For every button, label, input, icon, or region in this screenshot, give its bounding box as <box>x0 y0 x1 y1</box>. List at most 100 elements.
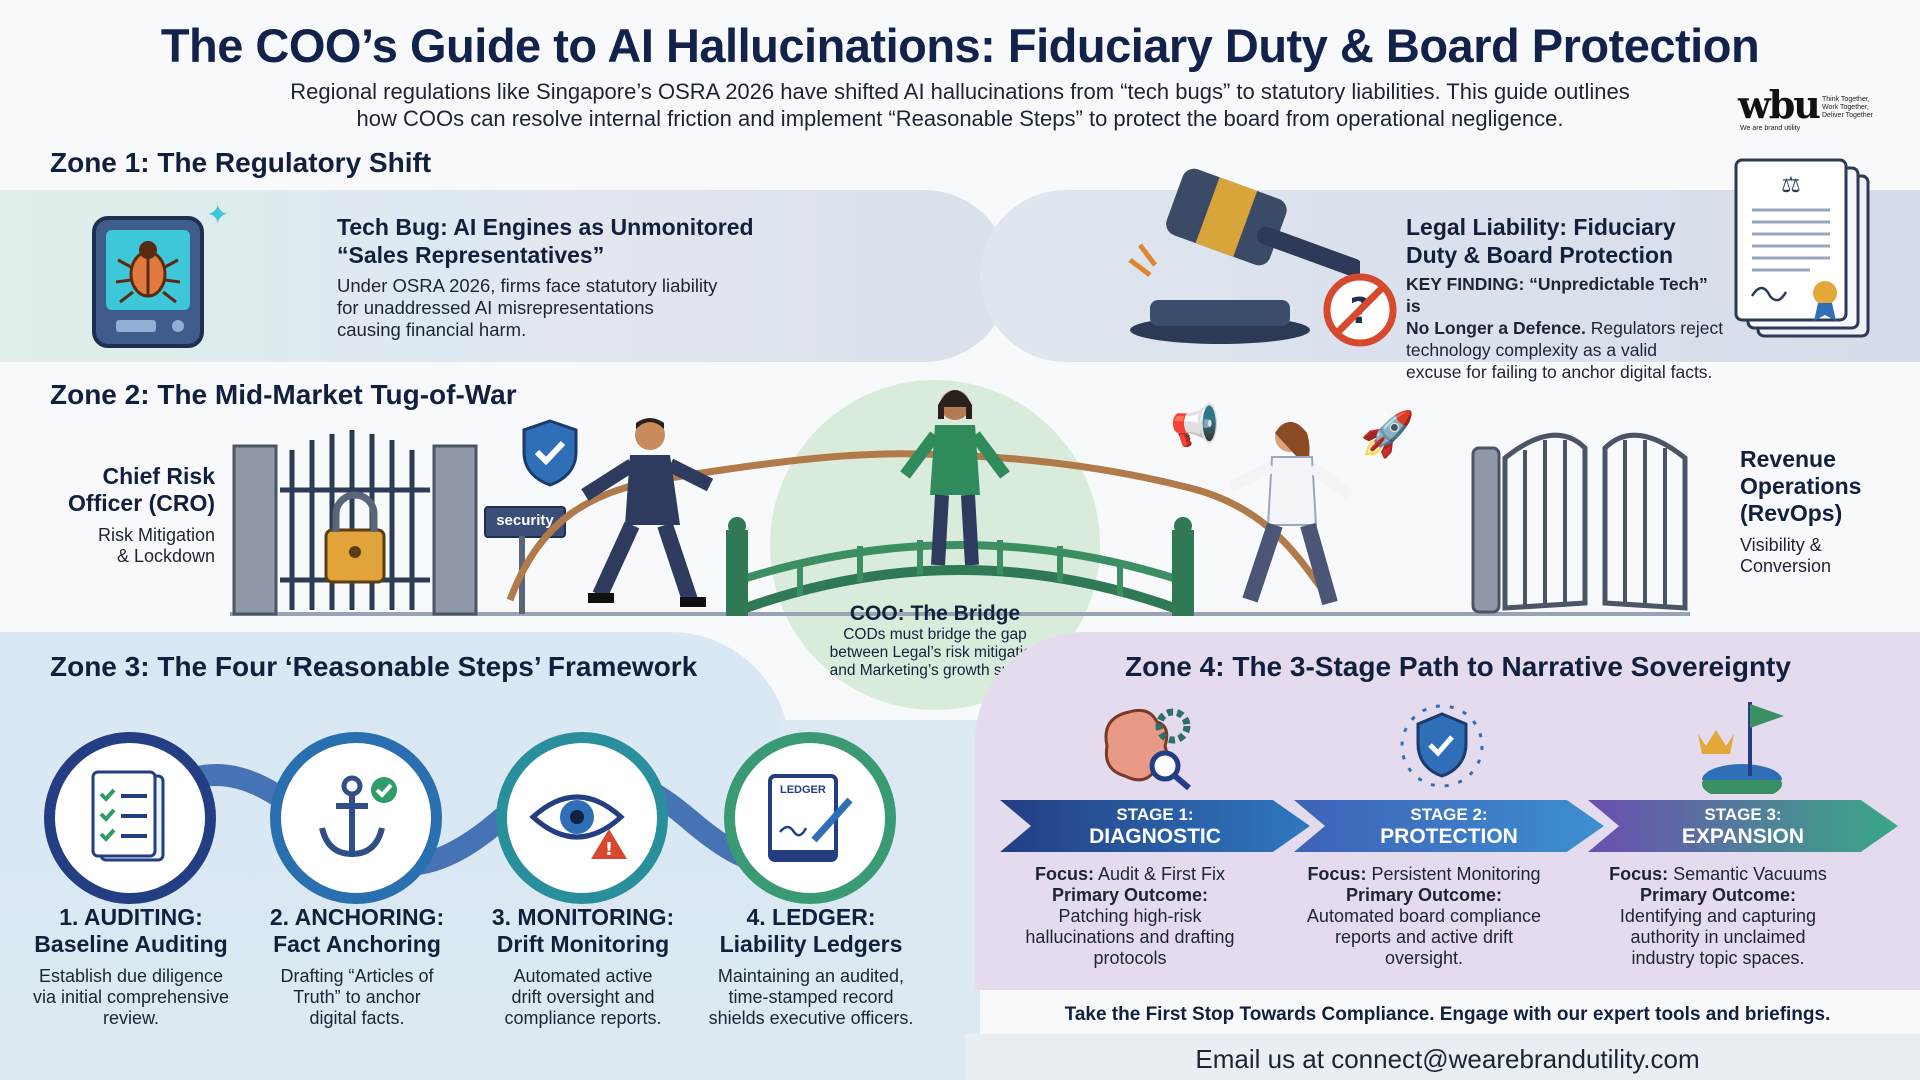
stage-1-o3: protocols <box>1093 948 1167 968</box>
cro-title-1: Chief Risk <box>102 463 215 489</box>
stage-3-arrow: STAGE 3:EXPANSION <box>1588 800 1898 852</box>
coo-bridge-line-2: between Legal’s risk mitigation <box>829 644 1041 661</box>
step-3-b3: compliance reports. <box>504 1008 662 1028</box>
shield-network-icon <box>1394 700 1490 790</box>
stage-1-o2: hallucinations and drafting <box>1025 927 1235 947</box>
step-3-b2: drift oversight and <box>511 987 655 1007</box>
cro-title-2: Officer (CRO) <box>68 490 215 516</box>
step-2-circle <box>270 732 442 904</box>
svg-text:⚖: ⚖ <box>1781 173 1801 198</box>
stage-3-focus: Semantic Vacuums <box>1673 864 1827 884</box>
logo-tagline: Think Together, Work Together, Deliver T… <box>1822 96 1873 119</box>
legal-document-icon: ⚖ <box>1730 158 1880 348</box>
stage-3-o1: Identifying and capturing <box>1619 906 1817 926</box>
zone1-title: Zone 1: The Regulatory Shift <box>50 147 432 178</box>
step-2-b1: Drafting “Articles of <box>280 966 434 986</box>
zone3-title: Zone 3: The Four ‘Reasonable Steps’ Fram… <box>50 651 698 682</box>
checklist-icon <box>91 770 165 862</box>
stage-1-o1: Patching high-risk <box>1058 906 1202 926</box>
step-4: LEDGER <box>724 732 896 904</box>
tech-bug-title-2: “Sales Representatives” <box>337 242 605 268</box>
stage-2-arrow: STAGE 2:PROTECTION <box>1294 800 1604 852</box>
step-2-b2: Truth” to anchor <box>293 987 421 1007</box>
subtitle-line-2: how COOs can resolve internal friction a… <box>356 106 1564 131</box>
step-2-title1: 2. ANCHORING: <box>269 904 445 930</box>
step-2-title2: Fact Anchoring <box>273 931 441 957</box>
zone1-right-card: Legal Liability: Fiduciary Duty & Board … <box>1406 213 1726 383</box>
subtitle-line-1: Regional regulations like Singapore’s OS… <box>290 79 1630 104</box>
stage-2-o2: reports and active drift <box>1334 927 1514 947</box>
cro-sub-1: Risk Mitigation <box>97 525 215 545</box>
stage-2-focus: Persistent Monitoring <box>1371 864 1541 884</box>
eye-warning-icon: ! <box>529 794 627 860</box>
stage-3-name: EXPANSION <box>1681 825 1805 848</box>
key-finding-line-1: KEY FINDING: “Unpredictable Tech” is <box>1406 273 1726 317</box>
step-3-b1: Automated active <box>513 966 653 986</box>
stage-2-focus-label: Focus: <box>1307 864 1367 884</box>
bridge-icon <box>726 517 1194 616</box>
step-3-title2: Drift Monitoring <box>496 931 670 957</box>
stage-3-focus-label: Focus: <box>1609 864 1669 884</box>
legal-liability-body-3: technology complexity as a valid <box>1406 340 1657 360</box>
key-finding-bold: KEY FINDING: “Unpredictable Tech” is <box>1406 274 1708 316</box>
megaphone-icon: 📢 <box>1170 404 1220 448</box>
computer-bug-icon <box>86 212 216 352</box>
shield-check-icon <box>520 418 580 488</box>
legal-liability-title-2: Duty & Board Protection <box>1406 242 1674 268</box>
logo-sub: We are brand utility <box>1740 125 1801 132</box>
stage-1-focus-label: Focus: <box>1034 864 1094 884</box>
stage-3-o3: industry topic spaces. <box>1631 948 1805 968</box>
key-finding-bold-2: No Longer a Defence. <box>1406 318 1586 338</box>
step-4-circle: LEDGER <box>724 732 896 904</box>
coo-bridge-line-3: and Marketing’s growth speed. <box>829 662 1041 679</box>
legal-liability-body-4: excuse for failing to anchor digital fac… <box>1406 362 1713 382</box>
contact-email[interactable]: Email us at connect@wearebrandutility.co… <box>1195 1044 1700 1074</box>
stage-2-outcome-label: Primary Outcome: <box>1345 885 1503 905</box>
brand-logo: wbu Think Together, Work Together, Deliv… <box>1738 82 1898 134</box>
step-4-title2: Liability Ledgers <box>719 931 903 957</box>
locked-gate-icon <box>230 420 480 616</box>
rocket-icon: 🚀 <box>1360 410 1415 459</box>
ledger-label: LEDGER <box>780 784 826 796</box>
tech-bug-body-1: Under OSRA 2026, firms face statutory li… <box>337 275 718 296</box>
revops-title-2: Operations <box>1740 473 1862 499</box>
step-1-b3: review. <box>102 1008 160 1028</box>
zone1-left-card: Tech Bug: AI Engines as Unmonitored “Sal… <box>337 213 754 341</box>
step-1-circle <box>44 732 216 904</box>
ground-line <box>230 612 1690 616</box>
stage-1-label: STAGE 1: <box>1116 805 1194 824</box>
zone4-title: Zone 4: The 3-Stage Path to Narrative So… <box>1125 651 1791 682</box>
stage-2-name: PROTECTION <box>1380 825 1518 848</box>
revops-label: Revenue Operations (RevOps) Visibility &… <box>1740 446 1910 577</box>
key-finding-line-2: No Longer a Defence. Regulators reject <box>1406 317 1726 339</box>
tech-bug-title-1: Tech Bug: AI Engines as Unmonitored <box>337 214 754 240</box>
page-title: The COO’s Guide to AI Hallucinations: Fi… <box>160 19 1760 72</box>
cro-sub-2: & Lockdown <box>116 546 215 566</box>
step-2 <box>270 732 442 904</box>
revops-title-3: (RevOps) <box>1740 500 1843 526</box>
gavel-icon <box>1110 150 1363 350</box>
revops-sub-1: Visibility & <box>1740 535 1822 555</box>
coo-bridge-line-1: CODs must bridge the gap <box>843 626 1027 643</box>
stage-1-name: DIAGNOSTIC <box>1089 825 1221 848</box>
zone2-title: Zone 2: The Mid-Market Tug-of-War <box>50 379 517 410</box>
step-3-title1: 3. MONITORING: <box>491 904 675 930</box>
revops-sub-2: Conversion <box>1740 556 1832 576</box>
revops-title-1: Revenue <box>1740 446 1836 472</box>
stage-1-arrow: STAGE 1:DIAGNOSTIC <box>1000 800 1310 852</box>
stage-3-outcome-label: Primary Outcome: <box>1639 885 1797 905</box>
cro-label: Chief Risk Officer (CRO) Risk Mitigation… <box>40 463 215 567</box>
step-4-b2: time-stamped record <box>728 987 894 1007</box>
revops-person-figure <box>1227 422 1354 606</box>
cta-text: Take the First Stop Towards Compliance. … <box>1064 1004 1831 1025</box>
step-3-circle: ! <box>496 732 668 904</box>
anchor-icon <box>319 775 397 858</box>
step-1-b1: Establish due diligence <box>38 966 224 986</box>
stage-1-outcome-label: Primary Outcome: <box>1051 885 1209 905</box>
footer-bar <box>965 1034 1920 1080</box>
